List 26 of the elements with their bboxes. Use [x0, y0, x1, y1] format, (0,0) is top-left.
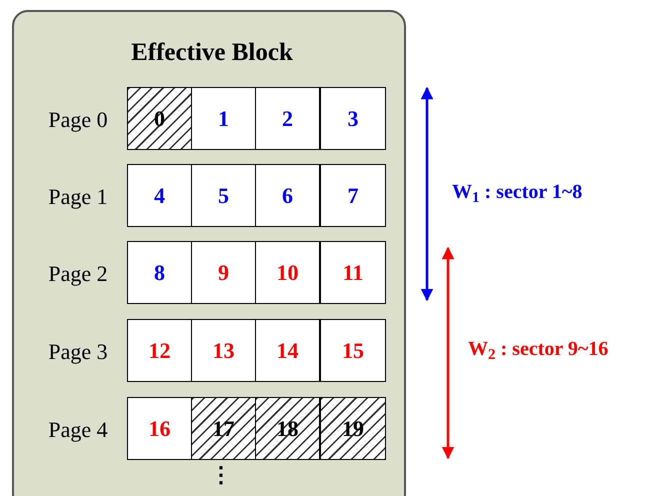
sector-cell: 2 — [255, 87, 320, 150]
window-label: W$_{2}$ : sector 9~16 — [468, 337, 608, 364]
page-label: Page 0 — [47, 109, 109, 131]
block-panel — [12, 10, 406, 496]
sector-cell: 14 — [255, 319, 320, 382]
sector-cell: 1 — [191, 87, 256, 150]
sector-cell: 4 — [127, 164, 192, 227]
sector-cell: 13 — [191, 319, 256, 382]
sector-cell: 7 — [320, 164, 386, 227]
window-label: W$_{1}$ : sector 1~8 — [452, 180, 582, 207]
page-label: Page 4 — [47, 419, 109, 441]
sector-cell: 10 — [255, 241, 320, 304]
sector-cell: 16 — [127, 397, 192, 460]
block-title: Effective Block — [130, 40, 294, 65]
sector-cell: 6 — [255, 164, 320, 227]
page-label: Page 3 — [47, 341, 109, 363]
sector-cell: 15 — [320, 319, 386, 382]
sector-cell: 11 — [320, 241, 386, 304]
sector-cell: 5 — [191, 164, 256, 227]
ellipsis: ⋮ — [210, 464, 232, 486]
sector-cell: 9 — [191, 241, 256, 304]
page-label: Page 1 — [47, 186, 109, 208]
sector-cell: 3 — [320, 87, 386, 150]
sector-cell: 8 — [127, 241, 192, 304]
sector-cell: 12 — [127, 319, 192, 382]
page-label: Page 2 — [47, 263, 109, 285]
